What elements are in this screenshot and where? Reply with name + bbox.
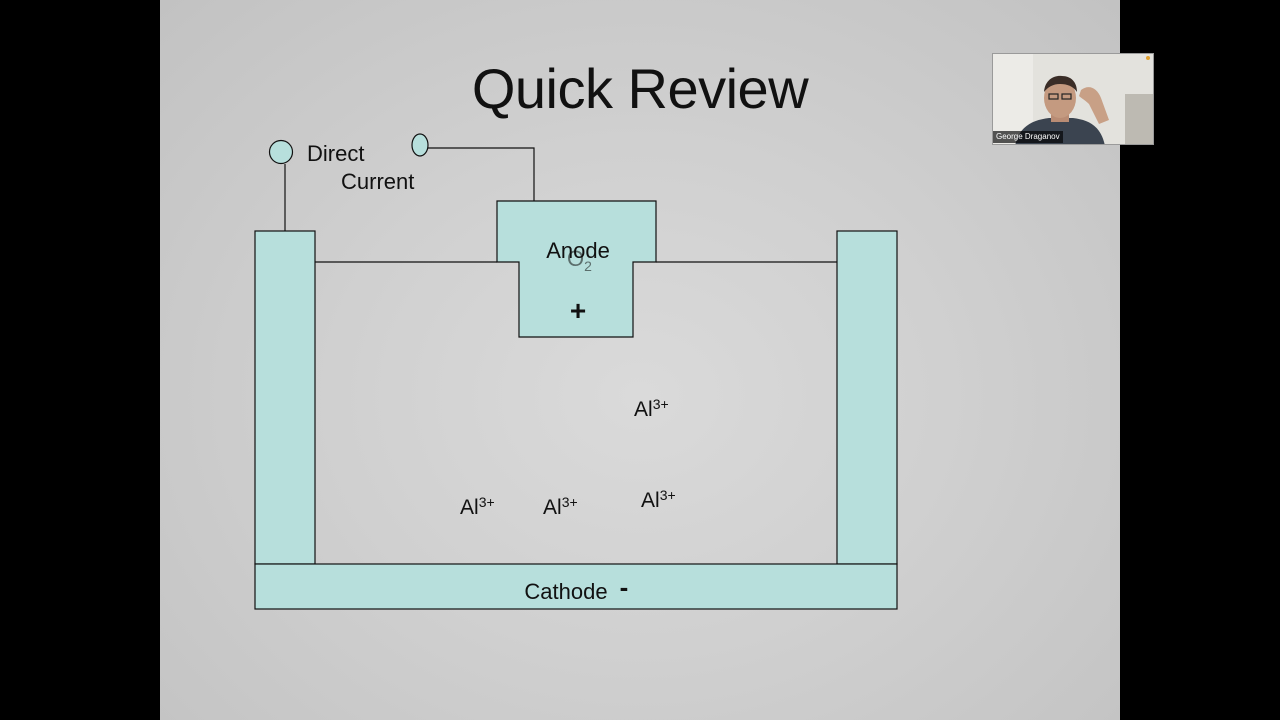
oxygen-symbol: O2 (567, 246, 592, 274)
indicator-dot-icon (1146, 56, 1150, 60)
cathode-block (254, 563, 898, 610)
anode-block (496, 200, 657, 338)
wire-right (428, 147, 535, 201)
terminal-left-icon (268, 139, 294, 165)
aluminum-ion: Al3+ (634, 396, 669, 421)
participant-name-label: George Draganov (993, 131, 1063, 143)
participant-video-icon (993, 54, 1153, 144)
terminal-right-icon (411, 133, 429, 157)
direct-current-label-line2: Current (341, 169, 414, 194)
electrolysis-diagram: Direct Current Anode O2 + Al3+ Al3+ Al3+… (254, 133, 898, 610)
presentation-slide: Quick Review Direct Current Anode O2 + A… (160, 0, 1120, 720)
direct-current-label-line1: Direct (307, 141, 364, 166)
anode-label: Anode (546, 238, 610, 263)
cathode-sign: - (620, 572, 629, 602)
slide-title: Quick Review (471, 57, 809, 120)
aluminum-ion: Al3+ (543, 494, 578, 519)
cell-wall-right (836, 230, 898, 565)
aluminum-ion: Al3+ (641, 487, 676, 512)
aluminum-ion: Al3+ (460, 494, 495, 519)
cathode-label: Cathode (524, 579, 607, 604)
anode-sign: + (570, 295, 586, 326)
webcam-thumbnail[interactable]: George Draganov (992, 53, 1154, 145)
cell-wall-left (254, 230, 316, 565)
